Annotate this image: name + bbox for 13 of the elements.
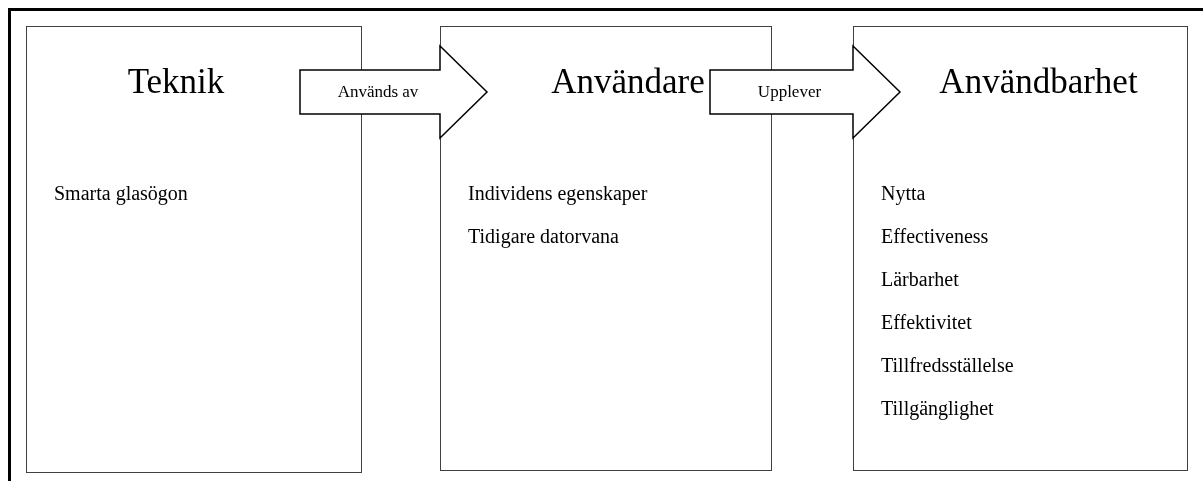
list-item: Tillgänglighet [881,396,995,422]
list-item: Smarta glasögon [54,181,188,207]
column-heading: Användbarhet [939,62,1138,102]
list-item: Individens egenskaper [468,181,648,207]
list-item: Effektivitet [881,310,973,335]
list-item: Lärbarhet [881,267,960,292]
list-item: Tidigare datorvana [468,224,620,250]
list-item: Effectiveness [881,224,990,249]
list-item: Nytta [881,181,927,207]
column-heading: Användare [551,62,705,102]
column-box [853,26,1188,471]
list-item: Tillfredsställelse [881,353,1014,378]
column-heading: Teknik [127,62,225,102]
